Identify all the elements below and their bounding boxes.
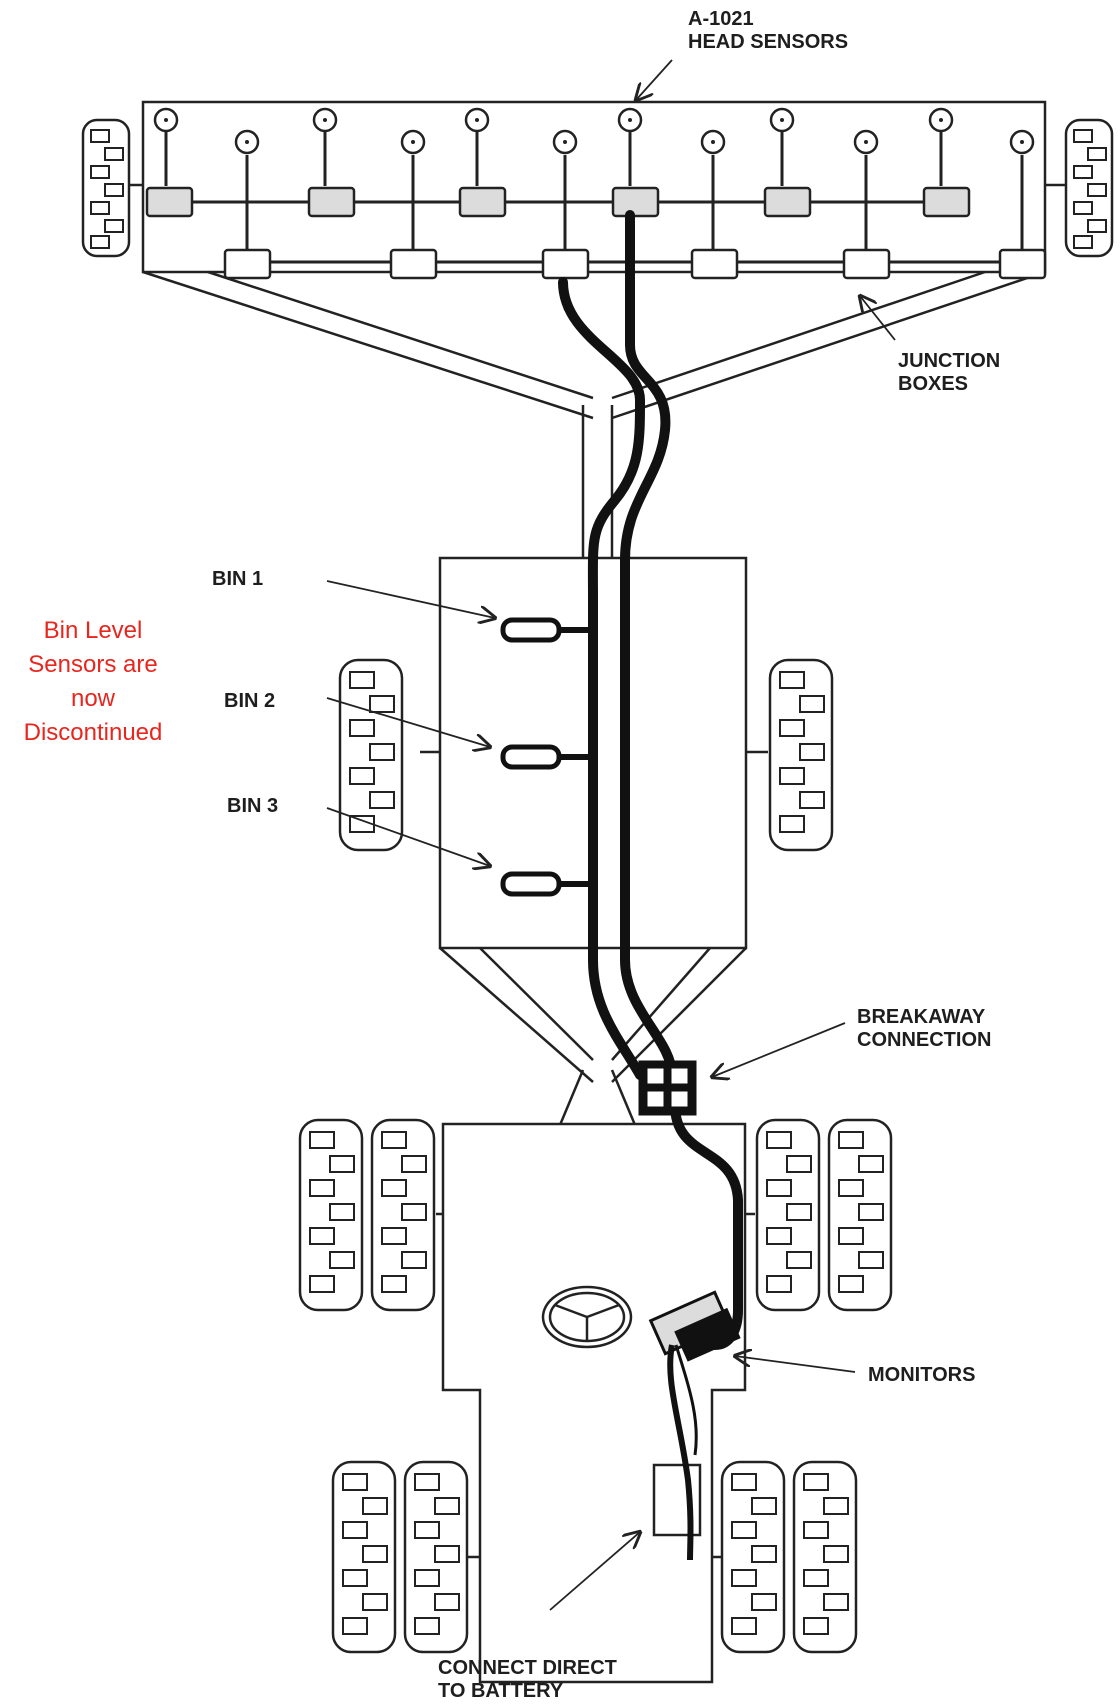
bin-tire-right	[768, 658, 834, 852]
tractor-body	[441, 1122, 747, 1684]
head-sensors-label: A-1021 HEAD SENSORS	[688, 8, 848, 54]
toolbar-tire-left	[81, 118, 131, 258]
breakaway-label-line2: CONNECTION	[857, 1029, 992, 1051]
head-sensors	[153, 107, 1035, 250]
breakaway-label-line1: BREAKAWAY	[857, 1006, 986, 1028]
head-sensors-label-line2: HEAD SENSORS	[688, 31, 849, 53]
junction-boxes-label: JUNCTION BOXES	[898, 350, 1000, 396]
notice-line-3: now	[70, 685, 116, 712]
junction-boxes-label-line1: JUNCTION	[898, 350, 1001, 372]
callout-arrows	[326, 59, 896, 1611]
bin3-label: BIN 3	[227, 795, 279, 817]
junction-connector	[558, 281, 568, 311]
bin-level-sensors	[500, 617, 595, 897]
planter-toolbar	[130, 100, 1065, 560]
breakaway-label: BREAKAWAY CONNECTION	[857, 1006, 991, 1052]
breakaway-connection	[638, 1060, 697, 1116]
steering-wheel	[541, 1285, 633, 1349]
monitors	[648, 1290, 741, 1561]
notice-line-2: Sensors are	[28, 651, 158, 678]
head-sensors-label-line1: A-1021	[688, 8, 754, 30]
battery-label-line1: CONNECT DIRECT	[438, 1657, 617, 1679]
junction-boxes-label-line2: BOXES	[898, 373, 969, 395]
bin2-label: BIN 2	[224, 690, 276, 712]
battery-label: CONNECT DIRECT TO BATTERY	[438, 1657, 617, 1703]
junction-boxes	[145, 186, 1047, 280]
discontinued-notice: Bin Level Sensors are now Discontinued	[0, 614, 188, 750]
notice-line-1: Bin Level	[43, 617, 143, 644]
tractor-axles	[436, 1212, 755, 1559]
battery-label-line2: TO BATTERY	[438, 1680, 564, 1702]
bin-tire-left	[338, 658, 404, 852]
bin1-label: BIN 1	[212, 568, 264, 590]
toolbar-tire-right	[1064, 118, 1114, 258]
monitors-label: MONITORS	[868, 1364, 976, 1386]
notice-line-4: Discontinued	[23, 719, 163, 746]
